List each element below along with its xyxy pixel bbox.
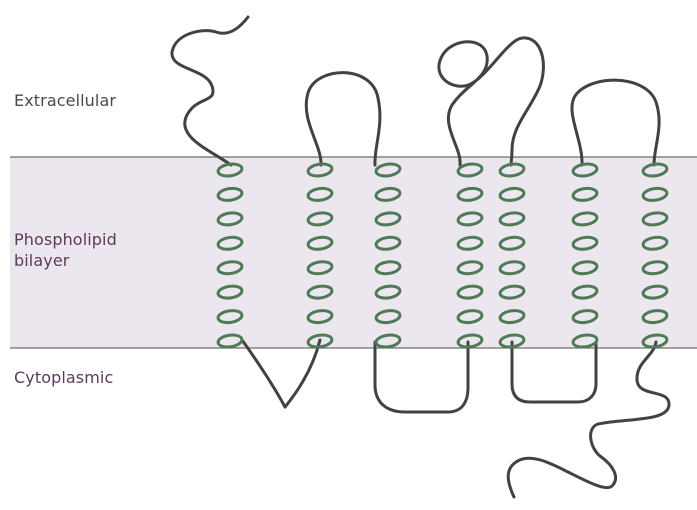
extracellular-loop-1 [306,73,380,165]
phospholipid-bilayer-label-line-2: bilayer [14,250,194,271]
phospholipid-bilayer-label-line-1: Phospholipid [14,229,194,250]
intracellular-loop-2 [375,342,468,412]
extracellular-loop-3 [572,80,659,165]
cytoplasmic-label: Cytoplasmic [14,367,113,388]
extracellular-label: Extracellular [14,90,116,111]
phospholipid-bilayer-label: Phospholipid bilayer [14,229,194,271]
extracellular-loop-2 [439,38,544,165]
intracellular-loop-3 [512,342,596,402]
c-terminus-cytoplasmic [508,342,669,497]
intracellular-loop-1 [242,340,320,407]
n-terminus-extracellular [172,17,248,165]
